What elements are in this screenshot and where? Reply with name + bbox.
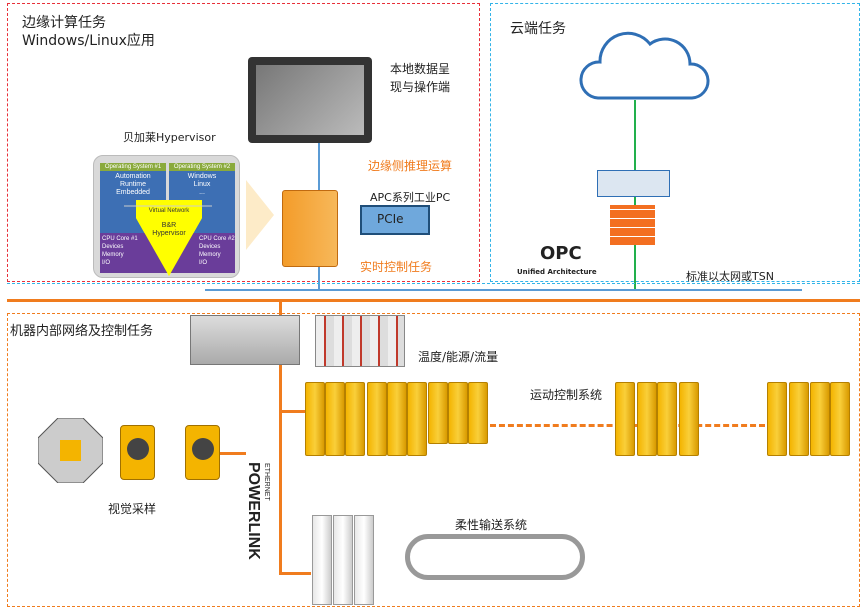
edge-title: 边缘计算任务: [22, 15, 106, 31]
hmi-label-2: 现与操作端: [390, 80, 451, 94]
cpu1-text: I/O: [102, 260, 111, 266]
cpu1-text: Memory: [102, 252, 124, 258]
opc-subtitle: Unified Architecture: [517, 268, 597, 276]
smart-camera: [120, 425, 155, 480]
drive-module: [407, 382, 427, 456]
drive-module: [657, 382, 677, 456]
os1-text: Embedded: [116, 189, 150, 196]
hypervisor-diagram: Operating System #1 Operating System #2 …: [93, 155, 240, 278]
drive-module: [767, 382, 787, 456]
drive-module: [830, 382, 850, 456]
link-drives: [279, 410, 305, 413]
os1-text: Runtime: [119, 181, 147, 188]
drive-module: [333, 515, 353, 605]
vision-label: 视觉采样: [108, 502, 157, 516]
virtual-network-label: Virtual Network: [148, 208, 190, 214]
os1-label: Operating System #1: [104, 164, 162, 170]
smart-camera: [185, 425, 220, 480]
drive-module: [387, 382, 407, 456]
cpu2-text: Devices: [199, 244, 221, 250]
drive-module: [354, 515, 374, 605]
realtime-label: 实时控制任务: [360, 260, 433, 274]
opc-logo: OPC: [540, 243, 582, 264]
tsn-line: [7, 283, 860, 284]
link-vision: [220, 452, 246, 455]
drive-module: [810, 382, 830, 456]
powerlink-trunk: [279, 300, 282, 575]
powerlink-line: [7, 299, 860, 302]
cpu1-text: Devices: [102, 244, 124, 250]
link-conveyor: [279, 572, 311, 575]
cloud-icon: [579, 31, 710, 100]
cloud-region: [490, 3, 860, 282]
motion-label: 运动控制系统: [530, 388, 603, 402]
drive-module: [789, 382, 809, 456]
cpu2-text: CPU Core #2: [199, 236, 235, 242]
hypervisor-label: 贝加莱Hypervisor: [123, 131, 216, 144]
drive-module: [615, 382, 635, 456]
hmi-monitor: [248, 57, 372, 143]
drive-module: [312, 515, 332, 605]
edge-subtitle: Windows/Linux应用: [22, 33, 155, 49]
hypervisor-core-label: B&R Hypervisor: [152, 222, 186, 237]
machine-region: [7, 313, 860, 607]
vision-light-unit: [38, 418, 103, 483]
hypervisor-core-lower: [136, 218, 202, 276]
ethernet-line: [205, 289, 802, 291]
cpu2-text: I/O: [199, 260, 208, 266]
drive-module: [448, 382, 468, 444]
apc-label: APC系列工业PC: [370, 191, 451, 204]
hmi-label: 本地数据呈: [390, 62, 451, 76]
plc-controller: [190, 315, 300, 365]
drive-module: [637, 382, 657, 456]
firewall: [610, 205, 655, 245]
edge-region: [7, 3, 480, 282]
network-switch: [597, 170, 670, 197]
apc-industrial-pc: [282, 190, 338, 267]
arrow-shape: [246, 180, 274, 250]
cpu2-text: Memory: [199, 252, 221, 258]
cpu1-text: CPU Core #1: [102, 236, 138, 242]
drive-module: [679, 382, 699, 456]
os2-label: Operating System #2: [173, 164, 231, 170]
io-modules: [315, 315, 405, 367]
machine-title: 机器内部网络及控制任务: [10, 324, 154, 339]
pcie-label: PCIe: [377, 212, 404, 226]
drive-module: [428, 382, 448, 444]
os1-text: Automation: [115, 173, 151, 180]
powerlink-logo-top: ETHERNET: [263, 463, 270, 501]
drive-module: [468, 382, 488, 444]
drive-module: [345, 382, 365, 456]
os2-text: ...: [199, 189, 205, 196]
conveyor-label: 柔性输送系统: [455, 518, 528, 532]
drive-module: [305, 382, 325, 456]
io-label: 温度/能源/流量: [418, 350, 499, 364]
inference-label: 边缘侧推理运算: [368, 159, 453, 173]
cloud-title: 云端任务: [510, 21, 566, 37]
os2-text: Linux: [193, 181, 211, 188]
network-label: 标准以太网或TSN: [686, 270, 774, 283]
flexible-conveyor: [405, 534, 585, 580]
drive-module: [325, 382, 345, 456]
drive-module: [367, 382, 387, 456]
powerlink-logo: POWERLINK: [245, 462, 262, 560]
os2-text: Windows: [187, 173, 217, 180]
pcie-card: [360, 205, 430, 235]
